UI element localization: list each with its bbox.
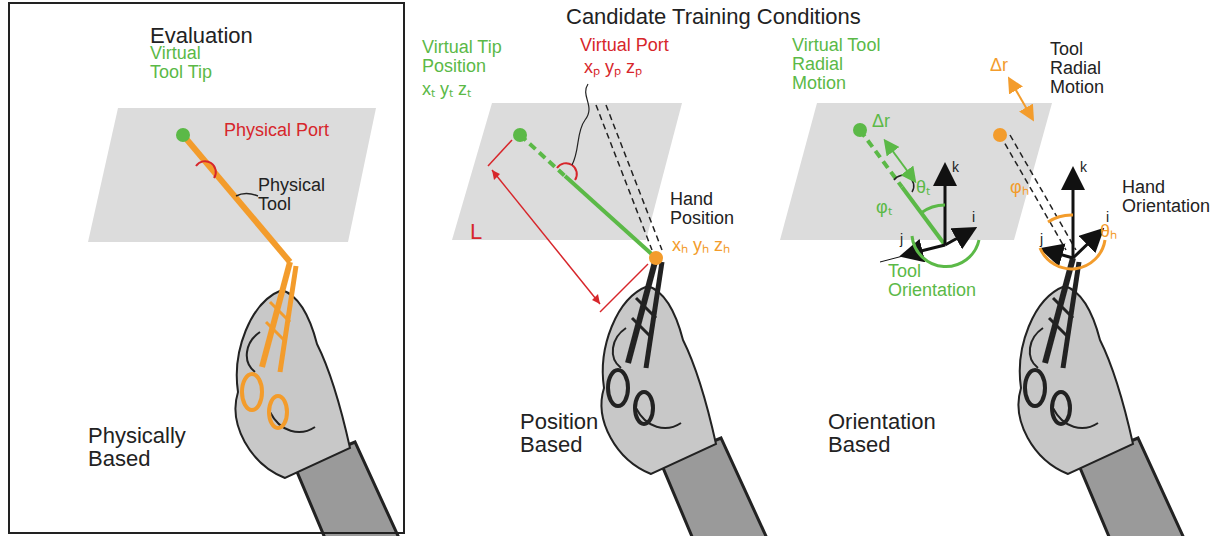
angle-symbol: θₕ bbox=[1100, 222, 1117, 241]
panel-text: Physically Based bbox=[88, 424, 208, 470]
delta-symbol: Δr bbox=[990, 56, 1008, 75]
axis-name: k bbox=[952, 160, 959, 175]
condition-name: Position Based bbox=[520, 410, 620, 456]
axis-name: j bbox=[900, 232, 903, 247]
coordinates: xₕ yₕ zₕ bbox=[672, 236, 730, 255]
angle-name: Tool Orientation bbox=[888, 262, 988, 300]
point-name: Virtual Tip Position bbox=[422, 38, 527, 76]
point-name: Virtual Port bbox=[580, 36, 669, 55]
dimension: L bbox=[470, 220, 482, 243]
coordinates: xₜ yₜ zₜ bbox=[422, 80, 471, 99]
angle-name: Hand Orientation bbox=[1122, 178, 1217, 216]
figure-title: Candidate Training Conditions bbox=[566, 5, 861, 28]
condition-name: Orientation Based bbox=[828, 410, 968, 456]
coordinates: xₚ yₚ zₚ bbox=[584, 58, 642, 77]
point-name: Hand Position bbox=[670, 190, 750, 228]
motion-name: Virtual Tool Radial Motion bbox=[792, 36, 902, 93]
panel-box: EvaluationVirtual Tool TipPhysical PortP… bbox=[8, 2, 405, 534]
delta-symbol: Δr bbox=[872, 112, 890, 131]
axis-name: i bbox=[1106, 210, 1109, 225]
angle-symbol: θₜ bbox=[916, 178, 930, 197]
panel-text: Physical Port bbox=[224, 121, 329, 140]
axis-name: j bbox=[1040, 232, 1043, 247]
axis-name: k bbox=[1080, 160, 1087, 175]
angle-symbol: φₜ bbox=[876, 198, 892, 217]
panel-text: Physical Tool bbox=[258, 176, 338, 214]
axis-name: i bbox=[972, 210, 975, 225]
angle-symbol: φₕ bbox=[1010, 178, 1029, 197]
panel-text: Virtual Tool Tip bbox=[150, 44, 230, 82]
motion-name: Tool Radial Motion bbox=[1050, 40, 1120, 97]
